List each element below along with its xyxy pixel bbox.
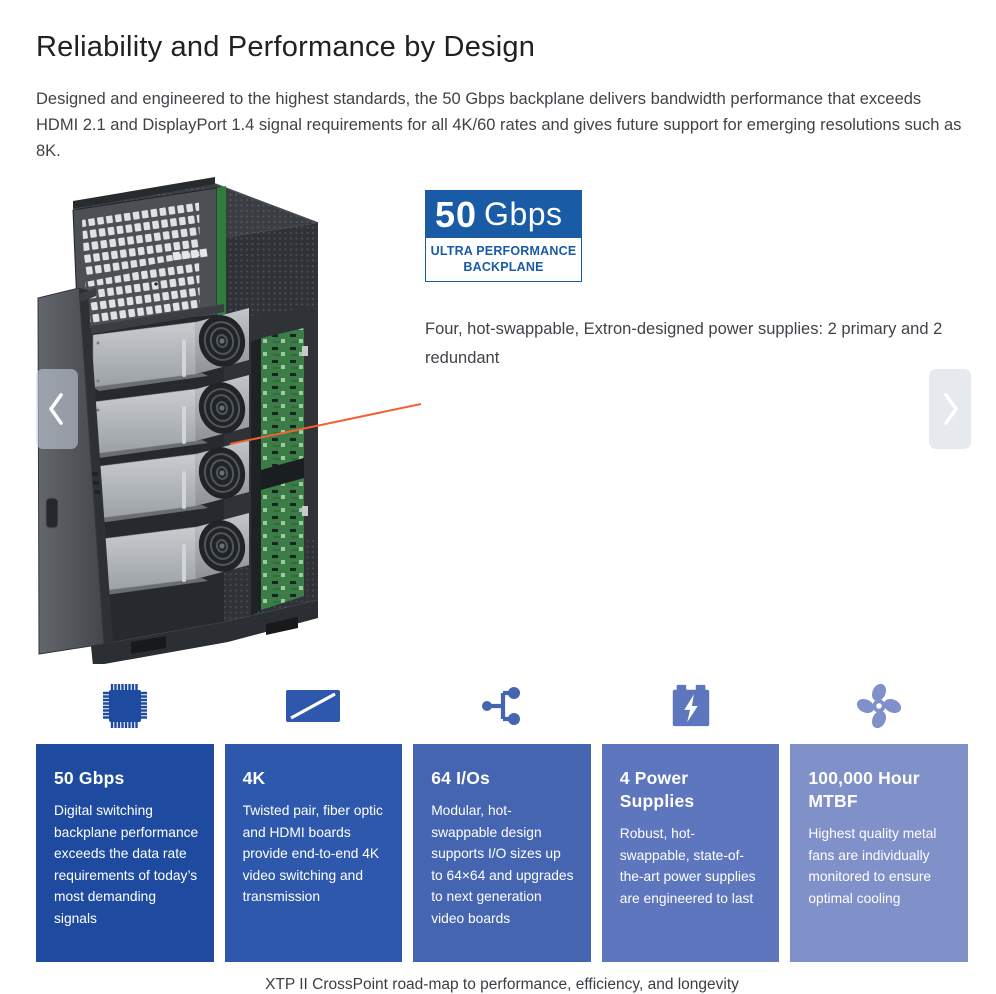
feature-card-description: Digital switching backplane performance … xyxy=(54,803,199,926)
carousel-prev-button[interactable] xyxy=(36,369,78,449)
badge-header: 50 Gbps xyxy=(426,191,581,238)
psu-module-2 xyxy=(92,375,249,458)
feature-card-description: Highest quality metal fans are individua… xyxy=(808,826,937,906)
chassis-base xyxy=(91,600,318,664)
feature-card-50gbps: 50 Gbps Digital switching backplane perf… xyxy=(36,744,214,962)
badge-subtitle-line2: BACKPLANE xyxy=(463,260,544,274)
psu-module-1 xyxy=(92,308,249,391)
psu-module-3 xyxy=(92,440,249,523)
product-illustration xyxy=(37,177,422,664)
circuit-boards xyxy=(251,328,308,616)
panel-key-cluster xyxy=(172,248,208,261)
feature-card-power-supplies: 4 Power Supplies Robust, hot-swappable, … xyxy=(601,744,780,962)
feature-icon-cell xyxy=(225,689,403,723)
feature-card-title: 4 Power Supplies xyxy=(619,768,695,811)
feature-icons xyxy=(36,676,968,736)
product-carousel: 50 Gbps ULTRA PERFORMANCE BACKPLANE Four… xyxy=(36,176,971,664)
feature-card-4k: 4K Twisted pair, fiber optic and HDMI bo… xyxy=(224,744,403,962)
feature-card-64ios: 64 I/Os Modular, hot-swappable design su… xyxy=(413,744,591,962)
bay-rail xyxy=(91,304,224,334)
button-grid xyxy=(85,260,200,328)
psu-module-4 xyxy=(92,513,249,596)
feature-card-title: 100,000 Hour MTBF xyxy=(808,768,920,811)
fan-icon xyxy=(857,683,902,729)
feature-icon-cell xyxy=(602,681,780,731)
badge-subtitle-line1: ULTRA PERFORMANCE xyxy=(430,244,577,258)
video-board-icon xyxy=(286,690,341,722)
badge-unit: Gbps xyxy=(484,196,563,232)
feature-icon-cell xyxy=(790,682,968,730)
badge-value: 50 xyxy=(435,193,478,235)
feature-card-title: 4K xyxy=(242,768,266,788)
feature-card-description: Modular, hot-swappable design supports I… xyxy=(431,803,574,926)
backplane-badge: 50 Gbps ULTRA PERFORMANCE BACKPLANE xyxy=(425,190,582,282)
feature-cards: 50 Gbps Digital switching backplane perf… xyxy=(36,744,968,962)
button-grid xyxy=(82,202,200,276)
feature-card-description: Robust, hot-swappable, state-of-the-art … xyxy=(619,826,756,906)
carousel-next-button[interactable] xyxy=(929,369,971,449)
page-title: Reliability and Performance by Design xyxy=(36,31,536,63)
feature-card-title: 50 Gbps xyxy=(54,768,125,788)
power-supply-icon xyxy=(672,684,709,727)
io-branch-icon xyxy=(481,687,520,725)
chevron-right-icon xyxy=(944,393,958,425)
annotation-line xyxy=(229,403,422,445)
feature-card-title: 64 I/Os xyxy=(431,768,490,788)
feature-card-description: Twisted pair, fiber optic and HDMI board… xyxy=(242,803,383,904)
chevron-left-icon xyxy=(49,393,63,425)
feature-icon-cell xyxy=(413,682,591,730)
carousel-caption: Four, hot-swappable, Extron-designed pow… xyxy=(425,319,943,367)
feature-icon-cell xyxy=(36,682,214,730)
intro-text: Designed and engineered to the highest s… xyxy=(36,90,962,160)
control-panel xyxy=(72,186,226,331)
chip-icon xyxy=(102,684,147,728)
badge-subtitle: ULTRA PERFORMANCE BACKPLANE xyxy=(426,238,581,281)
footer-caption: XTP II CrossPoint road-map to performanc… xyxy=(265,976,739,993)
feature-card-mtbf: 100,000 Hour MTBF Highest quality metal … xyxy=(790,744,968,962)
